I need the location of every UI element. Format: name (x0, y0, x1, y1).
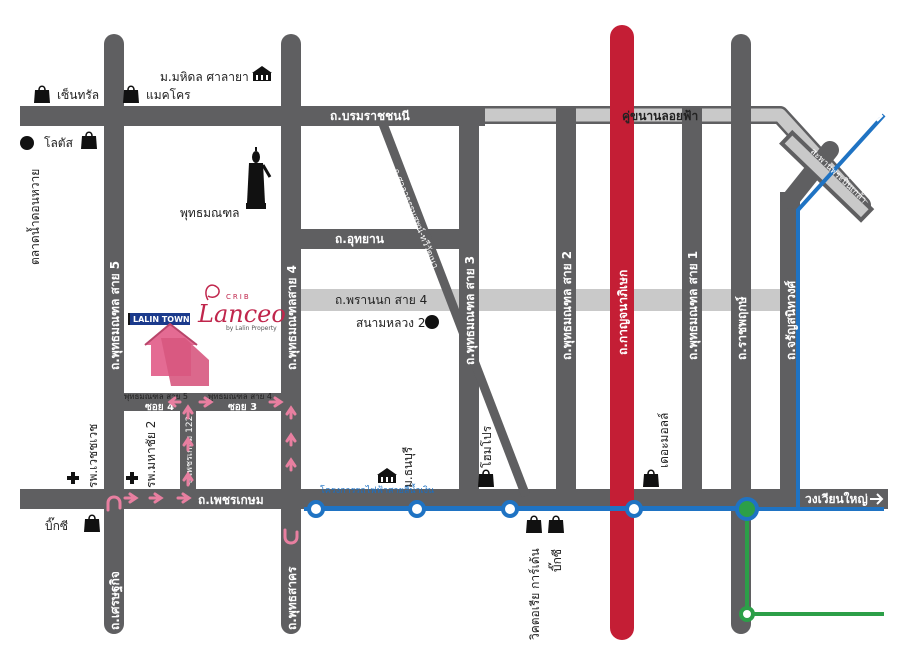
u-turn-icon (283, 528, 299, 545)
label-phetkasem: ถ.เพชรเกษม (198, 493, 264, 507)
station-phutthasakhon (307, 500, 325, 518)
station-green (739, 606, 755, 622)
buddha-statue-icon (246, 147, 272, 209)
road-charan-connector (781, 141, 839, 209)
road-phrannok-sai4 (300, 289, 790, 311)
label-soi5-top: พุทธมณฑล สาย 5 (124, 392, 188, 401)
landmark-victoria-garden: วิคตอเรีย การ์เด้น (528, 548, 542, 640)
station-interchange (735, 497, 759, 521)
road-phutthamonthon-sai4 (281, 34, 301, 634)
label-charansanitwong: ถ.จรัญสนิทวงศ์ (784, 280, 798, 360)
label-borommaratchachonnani: ถ.บรมราชชนนี (330, 109, 410, 123)
stations (307, 497, 759, 622)
destination-sakhon: สาคร (830, 619, 859, 633)
light-roads (300, 289, 790, 311)
thonburi-univ-icon (377, 468, 397, 483)
destination-arrows (870, 110, 884, 632)
brand-lanceo: Lanceo (197, 300, 286, 328)
lotus-dot-icon (20, 136, 34, 150)
landmark-central: เซ็นทรัล (57, 87, 99, 102)
road-phutthamonthon-sai5 (104, 34, 124, 634)
label-phutthamonthon-sai1: ถ.พุทธมณฑล สาย 1 (686, 251, 701, 360)
landmark-big-c-left: บิ๊กซี (45, 517, 68, 533)
homepro-bag-icon (477, 469, 495, 488)
landmark-hospital-vejchavej: รพ.เวชชเวช (86, 424, 100, 488)
road-phutthamonthon-sai3 (459, 106, 479, 498)
landmark-thonburi-univ: ม.ธนบุรี (401, 446, 416, 488)
arrow-icon (870, 493, 884, 505)
road-charansanitwong (780, 192, 800, 498)
hospital-mahachai2-icon (126, 472, 138, 484)
landmark-lotus: โลตัส (44, 136, 74, 150)
landmark-makro: แมคโคร (146, 88, 191, 102)
landmark-sanam-luang2: สนามหลวง 2 (356, 316, 426, 330)
road-ratchaphruek (731, 34, 751, 634)
landmark-mahidol: ม.มหิดล ศาลายา (160, 70, 249, 84)
road-phetkasem (20, 489, 888, 509)
label-utthayan: ถ.อุทยาน (335, 232, 385, 247)
label-phutthamonthon-sai4: ถ.พุทธมณฑลสาย 4 (285, 265, 300, 370)
hospital-vejchavej-icon (67, 472, 79, 484)
u-turn-icon (106, 495, 122, 512)
station-diagonal (501, 500, 519, 518)
logo-swirl-icon (205, 284, 220, 301)
road-phutthamonthon-sai2 (556, 106, 576, 498)
big-c-bottom-bag-icon (547, 515, 565, 534)
landmark-hospital-mahachai2: รพ.มหาชัย 2 (144, 421, 158, 488)
pink-route (106, 396, 299, 545)
central-bag-icon (33, 85, 51, 104)
label-phutthasakhon: ถ.พุทธสาคร (285, 566, 300, 630)
lotus-bag-icon (80, 131, 98, 150)
label-phutthamonthon-sai2: ถ.พุทธมณฑล สาย 2 (560, 251, 575, 360)
label-soi-phet122: ซ.เพชรเกษม 122 (185, 416, 195, 485)
landmark-big-c-bottom: บิ๊กซี (548, 549, 564, 572)
road-kanchanaphisek (610, 25, 634, 640)
university-icon (252, 66, 272, 81)
label-soi4-bottom: ซอย 3 (228, 402, 257, 413)
makro-bag-icon (122, 85, 140, 104)
label-kanchanaphisek: ถ.กาญจนาภิเษก (616, 270, 630, 355)
label-soi5-bottom: ซอย 4 (145, 402, 174, 413)
the-mall-bag-icon (642, 469, 660, 488)
road-phutthamonthon-sai1 (682, 106, 702, 498)
station-thonburi (408, 500, 426, 518)
landmark-homepro: โฮมโปร (480, 425, 494, 468)
label-phrannok-sai4: ถ.พรานนก สาย 4 (335, 293, 427, 307)
road-borommaratchachonnani (20, 106, 485, 126)
landmark-phutthamonthon: พุทธมณฑล (180, 206, 240, 221)
label-diagonal: ถ.ศาลาธรรมสพน์-ทวีวัฒนา (390, 167, 441, 271)
arrow-icon (870, 620, 884, 632)
label-phutthamonthon-sai5: ถ.พุทธมณฑล สาย 5 (108, 261, 123, 370)
victoria-bag-icon (525, 515, 543, 534)
project-house-icon (144, 322, 209, 386)
brand-lalin-town: LALIN TOWN (133, 315, 190, 324)
brand-by-lalin: by Lalin Property (226, 325, 277, 332)
label-blue-line: โครงการรถไฟฟ้าสายสีน้ำเงิน (320, 483, 434, 496)
road-utthayan (300, 229, 470, 249)
label-ratchaphruek: ถ.ราชพฤกษ์ (735, 296, 749, 360)
label-soi4-top: พุทธมณฑล สาย 4 (208, 392, 272, 401)
destination-wongwian-yai: วงเวียนใหญ่ (805, 491, 868, 506)
destination-phranakhon: พระนคร (825, 109, 869, 123)
label-kuchanan-khlongfa: คู่ขนานลอยฟ้า (622, 109, 698, 124)
landmark-market: ตลาดน้ำดอนหวาย (26, 169, 42, 265)
big-c-left-bag-icon (83, 514, 101, 533)
green-line (745, 509, 884, 616)
sanam-luang2-dot-icon (425, 315, 439, 329)
lalin-town-badge: LALIN TOWN (128, 313, 190, 325)
label-phutthamonthon-sai3: ถ.พุทธมณฑล สาย 3 (463, 256, 478, 365)
station-kanchanaphisek (625, 500, 643, 518)
landmark-the-mall: เดอะมอลล์ (657, 413, 671, 468)
lanceo-logo: CRIB Lanceo by Lalin Property (197, 284, 286, 332)
arrow-icon (870, 110, 884, 122)
label-setthakit: ถ.เศรษฐกิจ (108, 571, 123, 630)
road-diagonal (375, 114, 531, 498)
brand-crib: CRIB (226, 293, 251, 301)
dark-roads (20, 34, 888, 634)
